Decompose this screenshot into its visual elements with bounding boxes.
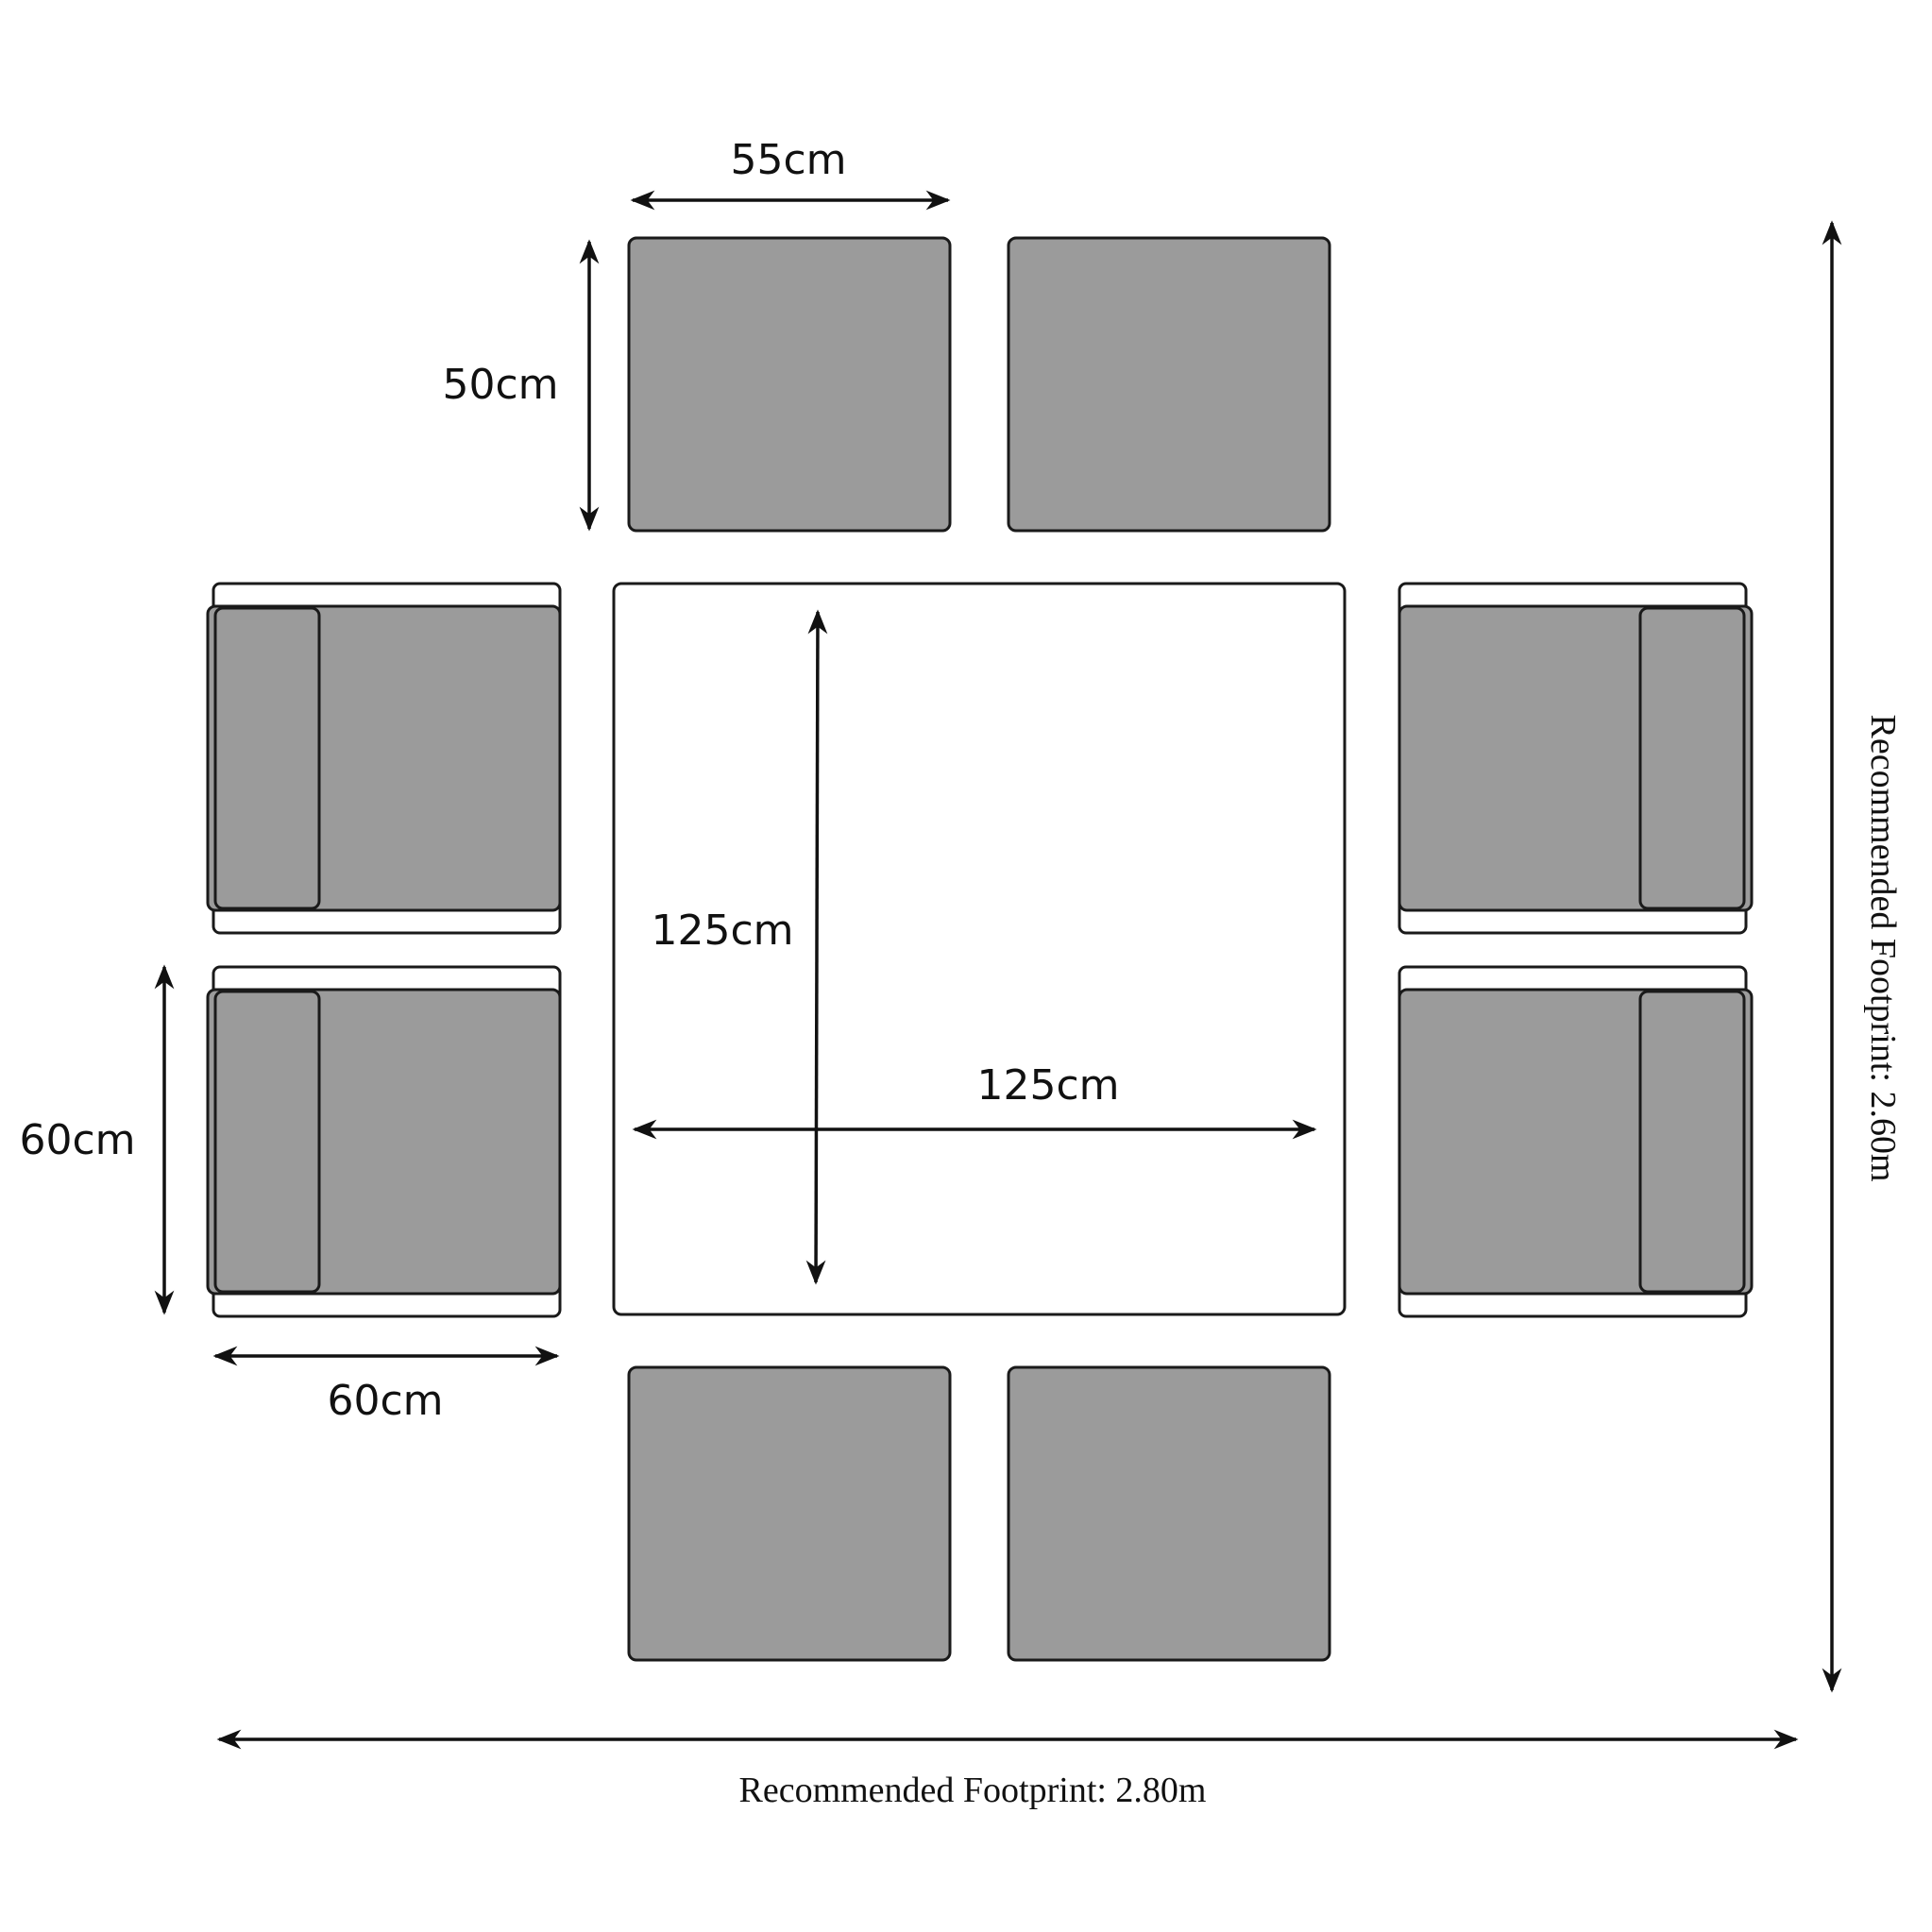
footprint-depth-label: Recommended Footprint: 2.60m <box>1863 714 1903 1181</box>
footprint-width-label: Recommended Footprint: 2.80m <box>738 1771 1206 1810</box>
stool-width-label: 55cm <box>730 136 846 184</box>
table-depth-label: 125cm <box>651 907 793 955</box>
chair-depth-label: 60cm <box>19 1116 135 1164</box>
stool-bottom-left <box>627 1365 952 1662</box>
stool-depth-label: 50cm <box>442 361 558 409</box>
stool-top-right <box>1007 236 1331 533</box>
stool-bottom-right <box>1007 1365 1331 1662</box>
table-depth-arrow <box>805 609 828 1285</box>
chair-width-label: 60cm <box>327 1377 443 1425</box>
chair-right-upper <box>1398 582 1754 935</box>
chair-right-lower <box>1398 965 1754 1318</box>
stool-top-left <box>627 236 952 533</box>
chair-left-lower <box>206 965 562 1318</box>
table-width-label: 125cm <box>976 1061 1119 1110</box>
chair-left-upper <box>206 582 562 935</box>
